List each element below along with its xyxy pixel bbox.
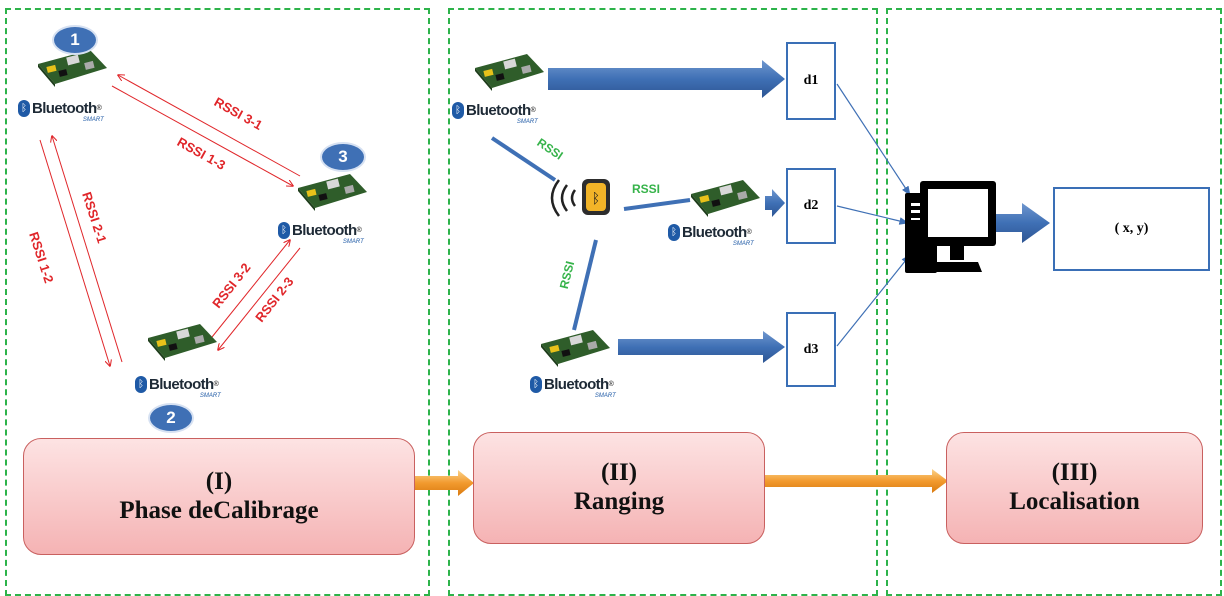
raspberry-pi-board-icon bbox=[688, 178, 763, 218]
arrow-to-d3 bbox=[618, 331, 785, 363]
distance-box-d2: d2 bbox=[786, 168, 836, 244]
raspberry-pi-board-icon bbox=[538, 328, 613, 368]
stage-title-2: Ranging bbox=[573, 488, 665, 515]
bluetooth-logo-icon: ᛒ bbox=[530, 376, 542, 393]
bluetooth-word: Bluetooth bbox=[544, 376, 609, 393]
bluetooth-smart-label: SMART bbox=[594, 393, 616, 399]
bluetooth-logo-icon: ᛒ bbox=[452, 102, 464, 119]
distance-box-d3: d3 bbox=[786, 312, 836, 387]
bluetooth-logo-icon: ᛒ bbox=[668, 224, 680, 241]
bluetooth-smart-label: SMART bbox=[342, 239, 364, 245]
stage-title-1: Phase deCalibrage bbox=[119, 496, 319, 524]
ranging-distance-arrows bbox=[548, 60, 785, 363]
bluetooth-word: Bluetooth bbox=[149, 376, 214, 393]
distance-to-computer-connectors bbox=[836, 83, 911, 347]
node-badge-1: 1 bbox=[52, 25, 98, 55]
bluetooth-word: Bluetooth bbox=[466, 102, 531, 119]
stage-box-calibration: (I) Phase deCalibrage bbox=[23, 438, 415, 555]
node-badge-3: 3 bbox=[320, 142, 366, 172]
bluetooth-logo: ᛒ Bluetooth® SMART bbox=[452, 102, 538, 125]
bluetooth-word: Bluetooth bbox=[292, 222, 357, 239]
bluetooth-smart-label: SMART bbox=[199, 393, 221, 399]
bluetooth-smart-label: SMART bbox=[732, 241, 754, 247]
stage-number-1: (I) bbox=[205, 467, 233, 495]
arrow-to-d1 bbox=[548, 60, 785, 98]
distance-box-d1: d1 bbox=[786, 42, 836, 120]
calibration-rssi-arrows bbox=[39, 75, 301, 366]
bluetooth-smart-label: SMART bbox=[516, 119, 538, 125]
bluetooth-logo: ᛒ Bluetooth® SMART bbox=[18, 100, 104, 123]
computer-to-output-arrow bbox=[995, 203, 1050, 243]
bluetooth-word: Bluetooth bbox=[682, 224, 747, 241]
phase-panel-ranging bbox=[448, 8, 878, 596]
stage-flow-arrows bbox=[413, 469, 948, 496]
raspberry-pi-board-icon bbox=[145, 322, 220, 362]
output-position-box: ( x, y) bbox=[1053, 187, 1210, 271]
raspberry-pi-board-icon bbox=[472, 52, 547, 92]
bluetooth-logo-icon: ᛒ bbox=[135, 376, 147, 393]
bluetooth-logo: ᛒ Bluetooth® SMART bbox=[135, 376, 221, 399]
ranging-rssi-links bbox=[490, 136, 691, 331]
bluetooth-smart-label: SMART bbox=[82, 117, 104, 123]
bluetooth-word: Bluetooth bbox=[32, 100, 97, 117]
smartphone-beacon-icon: ᛒ bbox=[582, 179, 610, 215]
phase-panel-calibration bbox=[5, 8, 430, 596]
raspberry-pi-board-icon bbox=[295, 172, 370, 212]
stage-number-3: (III) bbox=[1051, 459, 1098, 487]
signal-waves-icon bbox=[550, 179, 577, 217]
bluetooth-logo-icon: ᛒ bbox=[18, 100, 30, 117]
desktop-computer-icon bbox=[905, 181, 996, 273]
stage-number-2: (II) bbox=[600, 459, 638, 487]
arrow-to-d2 bbox=[765, 189, 785, 217]
bluetooth-logo: ᛒ Bluetooth® SMART bbox=[668, 224, 754, 247]
stage-title-3: Localisation bbox=[1009, 488, 1140, 515]
node-badge-2: 2 bbox=[148, 403, 194, 433]
stage-box-ranging: (II) Ranging bbox=[473, 432, 765, 544]
bluetooth-logo-icon: ᛒ bbox=[278, 222, 290, 239]
raspberry-pi-board-icon bbox=[35, 48, 110, 88]
ranging-rssi-label-2: RSSI bbox=[632, 182, 661, 196]
bluetooth-logo: ᛒ Bluetooth® SMART bbox=[278, 222, 364, 245]
stage-box-localisation: (III) Localisation bbox=[946, 432, 1203, 544]
svg-text:ᛒ: ᛒ bbox=[592, 191, 600, 207]
phase-panel-localisation bbox=[886, 8, 1222, 596]
bluetooth-logo: ᛒ Bluetooth® SMART bbox=[530, 376, 616, 399]
